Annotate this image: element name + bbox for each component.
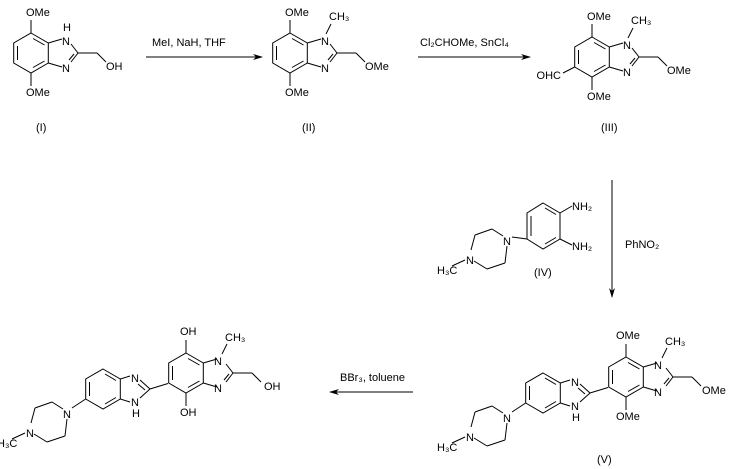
atom-N-piperazine: N	[503, 236, 511, 248]
compound-label-IV: (IV)	[534, 267, 552, 279]
atom-N-imidazole: N	[131, 373, 139, 385]
methoxy-side: OMe	[667, 65, 691, 77]
methyl: H₃C	[437, 265, 457, 277]
methoxy-side: OMe	[702, 385, 726, 397]
compound-I: OMe OMe H N N OH (I)	[13, 7, 123, 134]
reagent-step4: BBr₃, toluene	[340, 372, 405, 384]
hydroxyl-bottom: OH	[180, 407, 197, 419]
compound-III: OMe OMe CH₃ N N OMe OHC (III)	[537, 11, 691, 134]
hydroxymethyl-OH: OH	[264, 381, 281, 393]
compound-II: OMe OMe CH₃ N N OMe (II)	[272, 7, 389, 134]
atom-N3: N	[321, 63, 329, 75]
atom-N1: N	[214, 356, 222, 368]
methoxy-bottom: OMe	[587, 91, 611, 103]
atom-N-piperazine: N	[63, 409, 71, 421]
methyl: CH₃	[631, 15, 651, 27]
final-product: OH OH CH₃ N N OH N N H N N H₃C	[0, 326, 281, 450]
reagent-step1: MeI, NaH, THF	[152, 37, 226, 49]
methoxy-bottom: OMe	[26, 87, 50, 99]
atom-N-methyl: N	[466, 432, 474, 444]
compound-label-I: (I)	[36, 122, 46, 134]
atom-H: H	[63, 22, 71, 34]
atom-H: H	[132, 408, 140, 420]
methoxy-top: OMe	[587, 11, 611, 23]
hydroxyl: OH	[106, 61, 123, 73]
atom-NH: N	[571, 401, 579, 413]
methyl-amine: H₃C	[437, 442, 457, 454]
compound-V: OMe OMe CH₃ N N OMe N N H N N H₃C (V)	[437, 330, 726, 466]
methoxy-side: OMe	[365, 61, 389, 73]
methyl: CH₃	[329, 11, 349, 23]
reagent-step2: Cl₂CHOMe, SnCl₄	[420, 37, 509, 49]
compound-label-II: (II)	[302, 122, 315, 134]
amino-1: NH₂	[572, 201, 592, 213]
atom-H: H	[572, 412, 580, 424]
atom-N3: N	[654, 387, 662, 399]
hydroxyl-top: OH	[180, 326, 197, 338]
atom-N-piperazine: N	[503, 413, 511, 425]
methyl: CH₃	[665, 336, 685, 348]
formyl: OHC	[537, 70, 562, 82]
atom-N-methyl: N	[466, 255, 474, 267]
atom-N3: N	[623, 67, 631, 79]
methoxy-top: OMe	[26, 7, 50, 19]
atom-N-imidazole: N	[571, 377, 579, 389]
compound-IV: NH₂ NH₂ N N H₃C (IV)	[437, 201, 592, 279]
atom-N3: N	[62, 63, 70, 75]
methoxy-top: OMe	[616, 330, 640, 342]
atom-N3: N	[214, 383, 222, 395]
atom-N1: N	[62, 36, 70, 48]
compound-label-III: (III)	[601, 122, 618, 134]
amino-2: NH₂	[572, 241, 592, 253]
methoxy-top: OMe	[285, 7, 309, 19]
methyl-amine: H₃C	[0, 438, 17, 450]
atom-N1: N	[321, 36, 329, 48]
atom-N-methyl: N	[26, 428, 34, 440]
atom-N1: N	[654, 360, 662, 372]
atom-N1: N	[623, 40, 631, 52]
methoxy-bottom: OMe	[616, 411, 640, 423]
atom-NH: N	[131, 397, 139, 409]
reagent-step3: PhNO₂	[625, 239, 659, 251]
methoxy-bottom: OMe	[285, 87, 309, 99]
compound-label-V: (V)	[597, 454, 612, 466]
methyl: CH₃	[225, 332, 245, 344]
